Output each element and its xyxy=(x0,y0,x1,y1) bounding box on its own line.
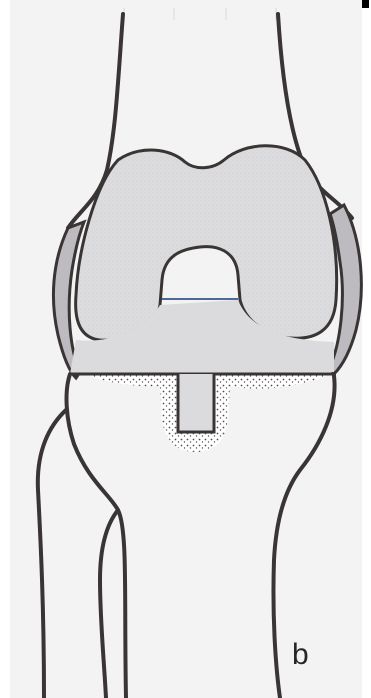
tibial-stem xyxy=(178,374,214,432)
panel-label: b xyxy=(292,640,309,670)
